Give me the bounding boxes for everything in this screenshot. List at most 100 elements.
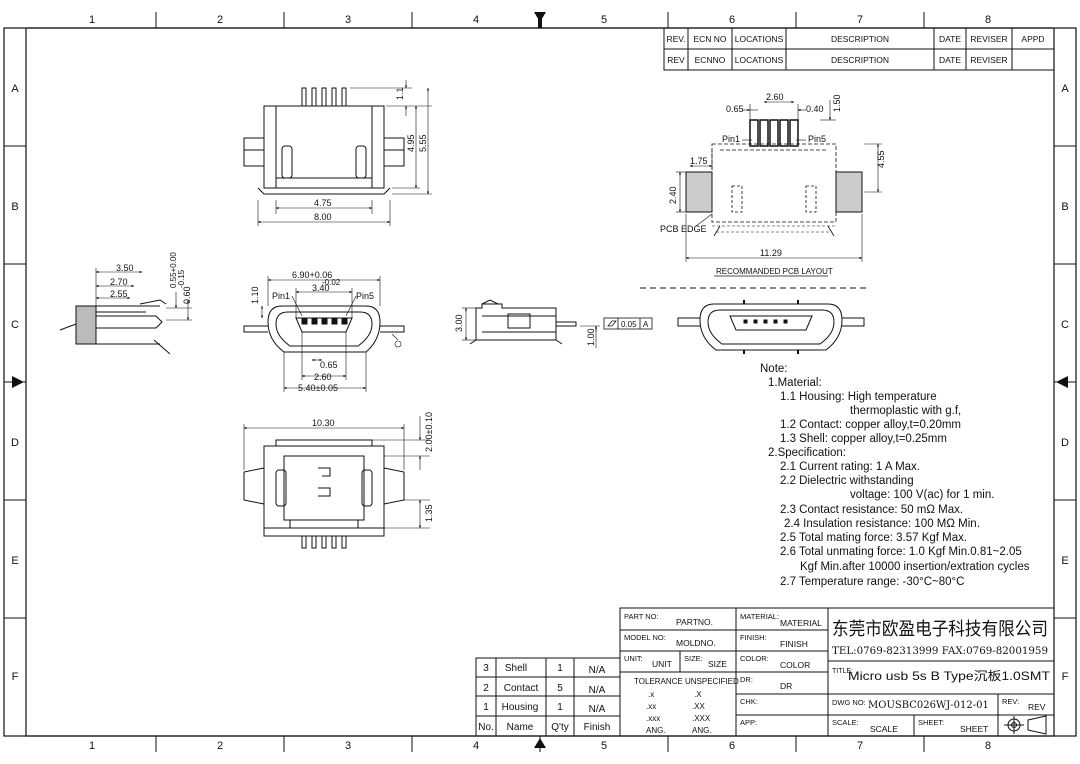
note-line: 1.3 Shell: copper alloy,t=0.25mm [780, 433, 947, 445]
row-label: A [1061, 83, 1069, 95]
flatness-callout [603, 317, 653, 330]
note-line: 1.Material: [768, 377, 822, 389]
dim-label: Pin1 [722, 134, 740, 144]
dim-label: 0.65 [726, 104, 744, 114]
dim-label: 0.65 [320, 360, 338, 370]
rev-cell: DESCRIPTION [831, 55, 889, 65]
rev-cell: DATE [939, 55, 961, 65]
bom-cell: 1 [557, 663, 563, 674]
rev-header: DATE [939, 34, 961, 44]
col-label: 4 [473, 14, 479, 26]
dim-label: Pin1 [272, 291, 290, 301]
sheet-value: SHEET [960, 724, 988, 734]
tol-right: .XXX [692, 714, 711, 723]
model-no-value: MOLDNO. [676, 638, 716, 648]
tb-label: REV: [1002, 697, 1019, 706]
row-label: C [11, 319, 19, 331]
col-label: 7 [857, 14, 863, 26]
tb-label: CHK: [740, 697, 758, 706]
dr-value: DR [780, 681, 792, 691]
bom-cell: Contact [504, 683, 539, 694]
col-label: 6 [729, 740, 735, 752]
dim-label: 4.95 [406, 134, 416, 152]
col-label: 1 [89, 740, 95, 752]
note-line: 2.7 Temperature range: -30°C~80°C [780, 576, 964, 588]
dim-label: 5.55 [418, 134, 428, 152]
tb-label: DWG NO: [832, 698, 866, 707]
tb-label: SCALE: [832, 718, 859, 727]
bom-header: Finish [584, 722, 611, 733]
tb-label: SIZE: [684, 654, 703, 663]
dim-label: Pin5 [808, 134, 826, 144]
company-name: 东莞市欧盈电子科技有限公司 [832, 619, 1048, 640]
size-value: SIZE [708, 659, 727, 669]
note-line: 2.3 Contact resistance: 50 mΩ Max. [780, 504, 963, 516]
rev-header: REV. [666, 34, 685, 44]
bom-cell: 1 [557, 702, 563, 713]
col-label: 2 [217, 14, 223, 26]
col-label: 3 [345, 14, 351, 26]
tol-left: .x [648, 690, 654, 699]
tb-label: TITLE: [832, 668, 853, 675]
bom-cell: 3 [483, 663, 489, 674]
bom-cell: N/A [589, 704, 606, 715]
drawing-number: MOUSBC026WJ-012-01 [868, 700, 989, 711]
dim-label: 2.70 [110, 277, 128, 287]
title-block: PART NO: PARTNO. MODEL NO: MOLDNO. UNIT:… [619, 607, 1055, 737]
tb-label: UNIT: [624, 654, 643, 663]
row-label: A [11, 83, 19, 95]
note-line: Kgf Min.after 10000 insertion/extration … [800, 561, 1030, 573]
col-label: 8 [985, 14, 991, 26]
tb-label: APP: [740, 718, 757, 727]
rev-cell: REV [667, 55, 685, 65]
dim-label: 4.55 [876, 150, 886, 168]
front-view-contacts [301, 317, 348, 325]
bom-cell: 2 [483, 683, 489, 694]
dim-label: 6.90+0.06 [292, 270, 332, 280]
material-value: MATERIAL [780, 618, 822, 628]
right-side-view [462, 299, 653, 348]
rev-value: REV [1028, 702, 1046, 712]
dim-label: 0.40 [806, 104, 824, 114]
pcb-shell-pads [685, 171, 863, 213]
bom-header: No. [478, 722, 494, 733]
col-label: 1 [89, 14, 95, 26]
zone-ticks [4, 12, 1076, 752]
note-line: 2.4 Insulation resistance: 100 MΩ Min. [784, 518, 980, 530]
note-line: 1.1 Housing: High temperature [780, 391, 937, 403]
finish-value: FINISH [780, 639, 808, 649]
tol-left: ANG. [646, 726, 666, 735]
col-label: 5 [601, 14, 607, 26]
dim-label: 3.00 [454, 314, 464, 332]
dim-label: 2.60 [766, 92, 784, 102]
row-label: E [11, 555, 18, 567]
dim-label: 4.75 [314, 198, 332, 208]
note-line: 2.2 Dielectric withstanding [780, 475, 914, 487]
tb-label: PART NO: [624, 612, 659, 621]
rev-header: APPD [1021, 34, 1044, 44]
row-label: D [11, 437, 19, 449]
col-label: 6 [729, 14, 735, 26]
rev-header: DESCRIPTION [831, 34, 889, 44]
dim-label: 0.60 [182, 286, 192, 304]
dim-label: 2.40 [668, 186, 678, 204]
dim-label: 2.60 [314, 372, 332, 382]
dim-label: A [643, 320, 649, 329]
dim-label: 11.29 [760, 248, 782, 258]
tb-label: COLOR: [740, 654, 769, 663]
col-label: 2 [217, 740, 223, 752]
dim-label: 1.50 [832, 94, 842, 112]
dim-label: 1.00 [586, 328, 596, 346]
note-line: voltage: 100 V(ac) for 1 min. [850, 489, 994, 501]
dim-label: -0.02 [322, 278, 341, 287]
dim-label: 0.05 [621, 320, 637, 329]
rev-cell: REVISER [970, 55, 1007, 65]
bom-cell: 1 [483, 702, 489, 713]
unit-value: UNIT [652, 659, 672, 669]
front-view-small [677, 300, 865, 354]
projection-symbol-icon [1004, 715, 1047, 735]
tb-label: MODEL NO: [624, 633, 666, 642]
dim-label: 3.40 [312, 283, 330, 293]
top-view [243, 80, 432, 226]
row-label: F [12, 671, 19, 683]
